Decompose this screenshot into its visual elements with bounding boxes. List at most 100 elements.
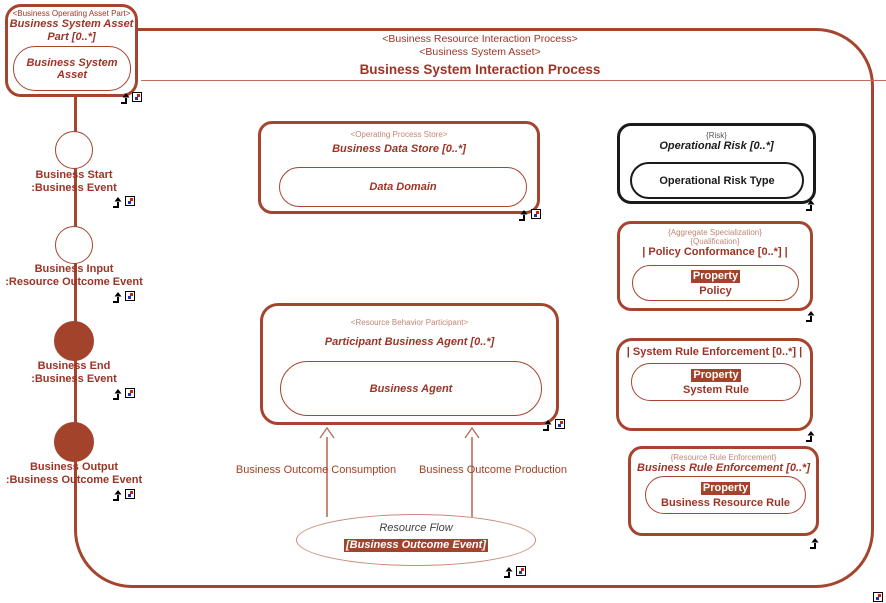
header-separator-line — [141, 80, 886, 81]
event-business-output[interactable] — [54, 422, 94, 462]
navigate-icon[interactable] — [518, 208, 529, 226]
policy-title: | Policy Conformance [0..*] | — [642, 246, 788, 258]
event-business-start[interactable] — [55, 131, 93, 169]
property-tag: Property — [691, 368, 741, 382]
blue-dot — [128, 393, 131, 396]
business-rule-title: Business Rule Enforcement [0..*] — [637, 462, 810, 474]
asset-part-stereotype: <Business Operating Asset Part> — [12, 9, 131, 18]
property-tag: Property — [700, 481, 751, 495]
red-dot — [137, 94, 140, 97]
blue-dot — [135, 97, 138, 100]
event-name: Business Output — [29, 461, 118, 473]
red-dot — [878, 594, 881, 597]
navigate-icon[interactable] — [112, 387, 123, 405]
operational-risk-node[interactable]: {Risk} Operational Risk [0..*] Operation… — [617, 123, 816, 204]
navigate-icon[interactable] — [805, 309, 816, 327]
data-store-title: Business Data Store [0..*] — [332, 143, 466, 155]
blue-dot — [128, 494, 131, 497]
business-outcome-event-tag: [Business Outcome Event] — [344, 539, 488, 552]
business-agent-inner-node[interactable]: Business Agent — [280, 361, 542, 416]
red-dot — [130, 491, 133, 494]
red-dot — [521, 568, 524, 571]
event-business-input[interactable] — [55, 226, 93, 264]
navigate-icon[interactable] — [542, 418, 553, 436]
diagram-ref-icon[interactable] — [125, 388, 135, 398]
event-type: :Business Event — [31, 182, 117, 194]
blue-dot — [128, 296, 131, 299]
property-tag: Property — [690, 269, 741, 283]
event-business-start-label: Business Start :Business Event — [0, 169, 159, 195]
consumption-label: Business Outcome Consumption — [235, 464, 397, 476]
red-dot — [560, 421, 563, 424]
policy-conformance-node[interactable]: {Aggregate Specialization} {Qualificatio… — [617, 221, 813, 311]
navigate-icon[interactable] — [112, 488, 123, 506]
event-business-output-label: Business Output :Business Outcome Event — [0, 461, 159, 487]
operational-risk-type-label: Operational Risk Type — [659, 174, 775, 187]
container-title: Business System Interaction Process — [359, 62, 601, 77]
production-label: Business Outcome Production — [419, 464, 567, 476]
header-stereotype-1: <Business Resource Interaction Process> — [382, 33, 578, 45]
business-data-store-node[interactable]: <Operating Process Store> Business Data … — [258, 121, 540, 214]
diagram-ref-icon[interactable] — [125, 489, 135, 499]
diagram-ref-icon[interactable] — [873, 592, 883, 602]
operational-risk-type-inner-node[interactable]: Operational Risk Type — [630, 162, 804, 199]
navigate-icon[interactable] — [112, 290, 123, 308]
business-rule-enforcement-node[interactable]: {Resource Rule Enforcement} Business Rul… — [628, 446, 819, 536]
container-header: <Business Resource Interaction Process> … — [150, 33, 810, 79]
blue-dot — [519, 571, 522, 574]
event-name: Business End — [37, 360, 111, 372]
production-connector[interactable] — [471, 437, 473, 517]
resource-flow-node[interactable]: Resource Flow [Business Outcome Event] — [296, 514, 536, 566]
navigate-icon[interactable] — [503, 565, 514, 583]
diagram-ref-icon[interactable] — [132, 92, 142, 102]
blue-dot — [876, 597, 879, 600]
data-domain-inner-node[interactable]: Data Domain — [279, 167, 527, 207]
event-type: :Business Outcome Event — [5, 474, 143, 486]
navigate-icon[interactable] — [120, 91, 131, 109]
event-business-end-label: Business End :Business Event — [0, 360, 159, 386]
policy-inner-node[interactable]: Property Policy — [632, 265, 799, 301]
business-rule-stereotype: {Resource Rule Enforcement} — [670, 453, 777, 462]
policy-label: Policy — [699, 284, 732, 297]
diagram-ref-icon[interactable] — [125, 291, 135, 301]
risk-stereotype: {Risk} — [706, 131, 727, 140]
data-store-stereotype: <Operating Process Store> — [350, 130, 448, 139]
diagram-ref-icon[interactable] — [531, 209, 541, 219]
arrowhead-up-icon — [463, 426, 481, 444]
navigate-icon[interactable] — [805, 429, 816, 447]
asset-inner-label: Business System Asset — [26, 56, 118, 81]
navigate-icon[interactable] — [112, 195, 123, 213]
red-dot — [130, 390, 133, 393]
diagram-ref-icon[interactable] — [555, 419, 565, 429]
asset-part-title: Business System Asset Part [0..*] — [9, 18, 134, 43]
diagram-ref-icon[interactable] — [125, 196, 135, 206]
business-system-asset-inner-node[interactable]: Business System Asset — [13, 46, 131, 91]
event-business-end[interactable] — [54, 321, 94, 361]
blue-dot — [534, 214, 537, 217]
interaction-process-container[interactable] — [74, 28, 874, 588]
consumption-connector[interactable] — [326, 437, 328, 517]
navigate-icon[interactable] — [805, 198, 816, 216]
navigate-icon[interactable] — [809, 536, 820, 554]
red-dot — [130, 293, 133, 296]
participant-title: Participant Business Agent [0..*] — [324, 336, 495, 348]
event-type: :Resource Outcome Event — [5, 276, 143, 288]
system-rule-enforcement-node[interactable]: | System Rule Enforcement [0..*] | Prope… — [616, 338, 813, 431]
participant-business-agent-node[interactable]: <Resource Behavior Participant> Particip… — [260, 303, 559, 425]
participant-stereotype: <Resource Behavior Participant> — [350, 318, 469, 327]
event-business-input-label: Business Input :Resource Outcome Event — [0, 263, 159, 289]
data-domain-label: Data Domain — [369, 181, 437, 193]
header-stereotype-2: <Business System Asset> — [419, 46, 541, 58]
business-rule-inner-node[interactable]: Property Business Resource Rule — [645, 476, 806, 514]
event-name: Business Input — [34, 263, 114, 275]
system-rule-inner-node[interactable]: Property System Rule — [631, 363, 801, 401]
business-system-asset-part-node[interactable]: <Business Operating Asset Part> Business… — [5, 4, 138, 97]
policy-stereotype-2: {Qualification} — [690, 237, 740, 246]
blue-dot — [558, 424, 561, 427]
arrowhead-up-icon — [318, 426, 336, 444]
diagram-ref-icon[interactable] — [516, 566, 526, 576]
resource-flow-title: Resource Flow — [379, 522, 453, 534]
business-resource-rule-label: Business Resource Rule — [661, 496, 790, 509]
red-dot — [130, 198, 133, 201]
